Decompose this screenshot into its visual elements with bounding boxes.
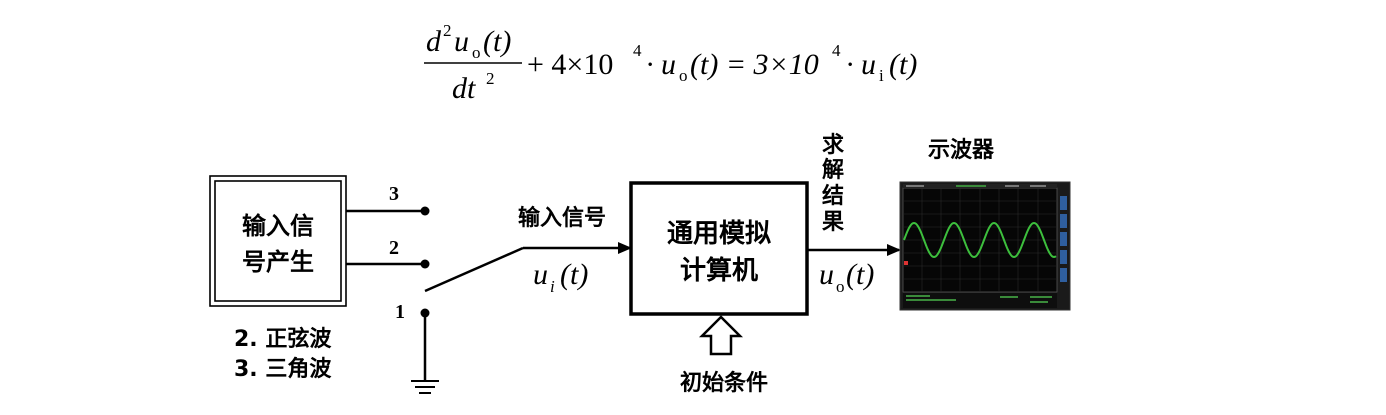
- oscilloscope-footer: [903, 293, 1057, 308]
- input-symbol-sub: i: [550, 277, 555, 296]
- equation-mid-u: · u: [646, 48, 676, 81]
- equation-rhs-u: · u: [846, 48, 876, 81]
- terminal-2-label: 2: [389, 237, 399, 259]
- input-signal-text: 输入信号: [518, 205, 606, 231]
- equation: d 2 u o (t) dt 2 + 4×10 4 · u o (t) = 3×…: [424, 21, 917, 105]
- terminal-2-node: [420, 259, 430, 269]
- equation-rhs-sub: i: [879, 66, 884, 85]
- equation-num-exp: 2: [443, 21, 452, 40]
- equation-num-u: u: [454, 25, 469, 58]
- terminal-3-label: 3: [389, 183, 399, 205]
- oscilloscope-status-bar: [903, 184, 1057, 188]
- output-symbol-sub: o: [836, 277, 845, 296]
- generator-label-line2: 号产生: [242, 248, 314, 276]
- signal-generator-block: 输入信 号产生: [209, 175, 347, 307]
- input-signal-label: 输入信号 u i (t): [518, 205, 606, 296]
- result-char-1: 求: [822, 133, 844, 158]
- equation-mid-sub: o: [679, 66, 688, 85]
- ground-icon: [411, 380, 439, 394]
- trigger-marker-icon: [904, 261, 908, 265]
- equation-mid-arg: (t) = 3×10: [690, 48, 819, 81]
- input-symbol-arg: (t): [560, 258, 588, 291]
- output-symbol-u: u: [819, 258, 834, 291]
- initial-conditions-arrow: 初始条件: [680, 315, 768, 396]
- terminal-3-node: [420, 206, 430, 216]
- switch: 3 2 1: [346, 183, 632, 394]
- hollow-up-arrow-icon: [698, 315, 744, 356]
- equation-plus-exp: 4: [633, 41, 642, 60]
- switch-arm: [424, 246, 524, 293]
- oscilloscope-grid: [903, 188, 1057, 292]
- terminal-1-label: 1: [395, 301, 405, 323]
- equation-den-dt: dt: [452, 72, 476, 105]
- input-symbol-u: u: [533, 258, 548, 291]
- equation-rhs-exp: 4: [832, 41, 841, 60]
- waveform-trace: [903, 221, 1057, 259]
- result-char-2: 解: [822, 157, 844, 183]
- oscilloscope-side-buttons: [1060, 196, 1067, 282]
- result-char-4: 果: [822, 210, 844, 235]
- waveform-legend: 2. 正弦波 3. 三角波: [234, 326, 332, 382]
- equation-num-arg: (t): [483, 25, 511, 58]
- computer-label-line1: 通用模拟: [667, 219, 771, 249]
- legend-item-3: 3. 三角波: [234, 356, 332, 382]
- equation-num-d: d: [426, 25, 442, 58]
- analog-computer-block: 通用模拟 计算机: [629, 181, 809, 316]
- initial-conditions-label: 初始条件: [680, 370, 768, 396]
- result-char-3: 结: [822, 183, 844, 209]
- computer-label-line2: 计算机: [680, 255, 758, 286]
- equation-plus-coef: + 4×10: [527, 48, 613, 81]
- equation-num-sub: o: [472, 43, 481, 62]
- output-symbol-arg: (t): [846, 258, 874, 291]
- equation-den-exp: 2: [486, 69, 495, 88]
- legend-item-2: 2. 正弦波: [234, 326, 332, 352]
- oscilloscope-title: 示波器: [928, 138, 995, 163]
- oscilloscope: 示波器: [899, 138, 1071, 311]
- equation-rhs-arg: (t): [889, 48, 917, 81]
- generator-label-line1: 输入信: [242, 212, 314, 240]
- output-path: 求 解 结 果 u o (t): [807, 133, 901, 296]
